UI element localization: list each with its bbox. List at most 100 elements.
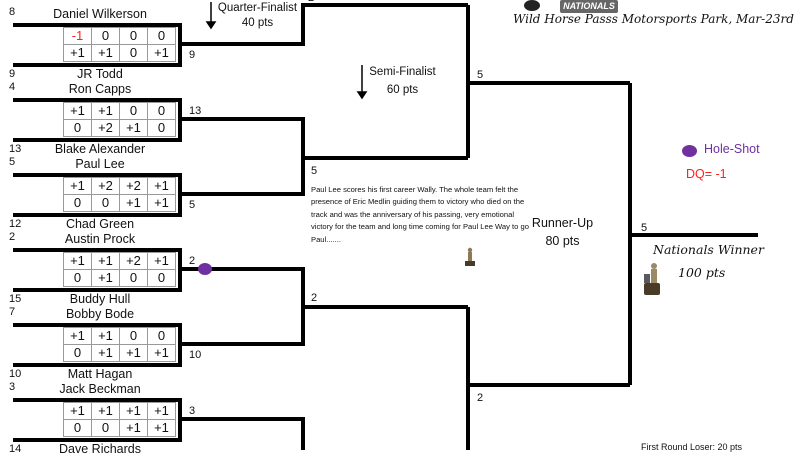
score-row: +1+2+2+1 [63,177,176,195]
score-cell: 0 [119,102,148,120]
driver-name: Blake Alexander [54,142,146,156]
score-cell: +1 [119,402,148,420]
runner-up-title: Runner-Up [531,216,594,230]
qf-winner-seed: 2 [308,0,314,4]
seed-number: 15 [9,293,22,305]
score-cell: +1 [63,402,92,420]
seed-number: 9 [9,68,16,80]
score-cell: +1 [147,419,176,437]
score-cell: +1 [91,44,120,62]
score-cell: +1 [147,402,176,420]
score-cell: +1 [63,327,92,345]
score-cell: +1 [91,269,120,287]
driver-name: Matt Hagan [67,367,133,381]
driver-name: Jack Beckman [59,382,141,396]
score-cell: 0 [63,269,92,287]
score-cell: 0 [91,419,120,437]
score-cell: +2 [119,252,148,270]
round-winner-seed: 2 [189,255,196,267]
score-cell: +1 [147,177,176,195]
score-cell: +2 [119,177,148,195]
score-cell: +1 [63,177,92,195]
score-cell: +1 [147,344,176,362]
score-cell: 0 [119,44,148,62]
score-cell: +1 [91,344,120,362]
driver-name: Buddy Hull [69,292,131,306]
driver-name: Austin Prock [64,232,136,246]
score-cell: +1 [91,102,120,120]
semi-title: Semi-Finalist [369,66,436,78]
sf-winner-seed: 5 [477,69,484,81]
score-cell: 0 [147,102,176,120]
score-cell: 0 [147,327,176,345]
runner-up-pts: 80 pts [545,234,580,248]
quarter-finalist-label: Quarter-Finalist 40 pts [215,1,300,31]
logo-emblem [524,0,540,11]
score-row: +1+1+2+1 [63,252,176,270]
score-cell: 0 [91,27,120,45]
sf-winner-seed: 2 [477,392,484,404]
round-winner-seed: 9 [189,49,196,61]
hole-shot-legend-icon [682,145,697,157]
driver-name: Chad Green [65,217,135,231]
first-round-loser-label: First Round Loser: 20 pts [641,442,743,452]
event-subtitle: Wild Horse Passs Motorsports Park, Mar-2… [513,12,794,26]
score-row: +1+1+1+1 [63,402,176,420]
score-cell: +1 [91,402,120,420]
seed-number: 8 [9,6,16,18]
seed-number: 2 [9,231,16,243]
score-row: 0+1+1+1 [63,344,176,362]
round-winner-seed: 5 [189,199,196,211]
semi-pts: 60 pts [386,84,419,96]
quarter-title: Quarter-Finalist [217,2,298,14]
round-winner-seed: 13 [189,105,202,117]
score-cell: +2 [91,177,120,195]
score-cell: +1 [119,119,148,137]
score-cell: +1 [147,252,176,270]
winner-title: Nationals Winner [653,242,764,257]
winner-pts: 100 pts [678,265,726,280]
driver-name: Dave Richards [59,442,141,456]
score-cell: 0 [63,194,92,212]
qf-winner-seed: 2 [311,292,318,304]
score-cell: +1 [147,44,176,62]
race-note: Paul Lee scores his first career Wally. … [311,185,529,244]
quarter-pts: 40 pts [241,17,274,29]
seed-number: 7 [9,306,16,318]
score-cell: +1 [63,252,92,270]
semi-finalist-label: Semi-Finalist 60 pts [365,63,440,99]
score-cell: 0 [119,269,148,287]
seed-number: 14 [9,443,22,455]
seed-number: 5 [9,156,16,168]
score-cell: +1 [147,194,176,212]
score-cell: 0 [63,419,92,437]
driver-name: Paul Lee [75,157,125,171]
score-cell: +1 [91,327,120,345]
seed-number: 4 [9,81,16,93]
seed-number: 12 [9,218,22,230]
hole-shot-legend: Hole-Shot [704,142,760,156]
score-cell: +1 [119,194,148,212]
score-cell: +1 [119,344,148,362]
round-winner-seed: 3 [189,405,196,417]
driver-name: Bobby Bode [65,307,135,321]
driver-name: Daniel Wilkerson [53,7,147,21]
score-cell: +1 [63,102,92,120]
dq-legend: DQ= -1 [686,167,727,181]
event-logo: NATIONALS [560,0,618,13]
qf-winner-seed: 5 [311,165,318,177]
score-cell: +1 [119,419,148,437]
